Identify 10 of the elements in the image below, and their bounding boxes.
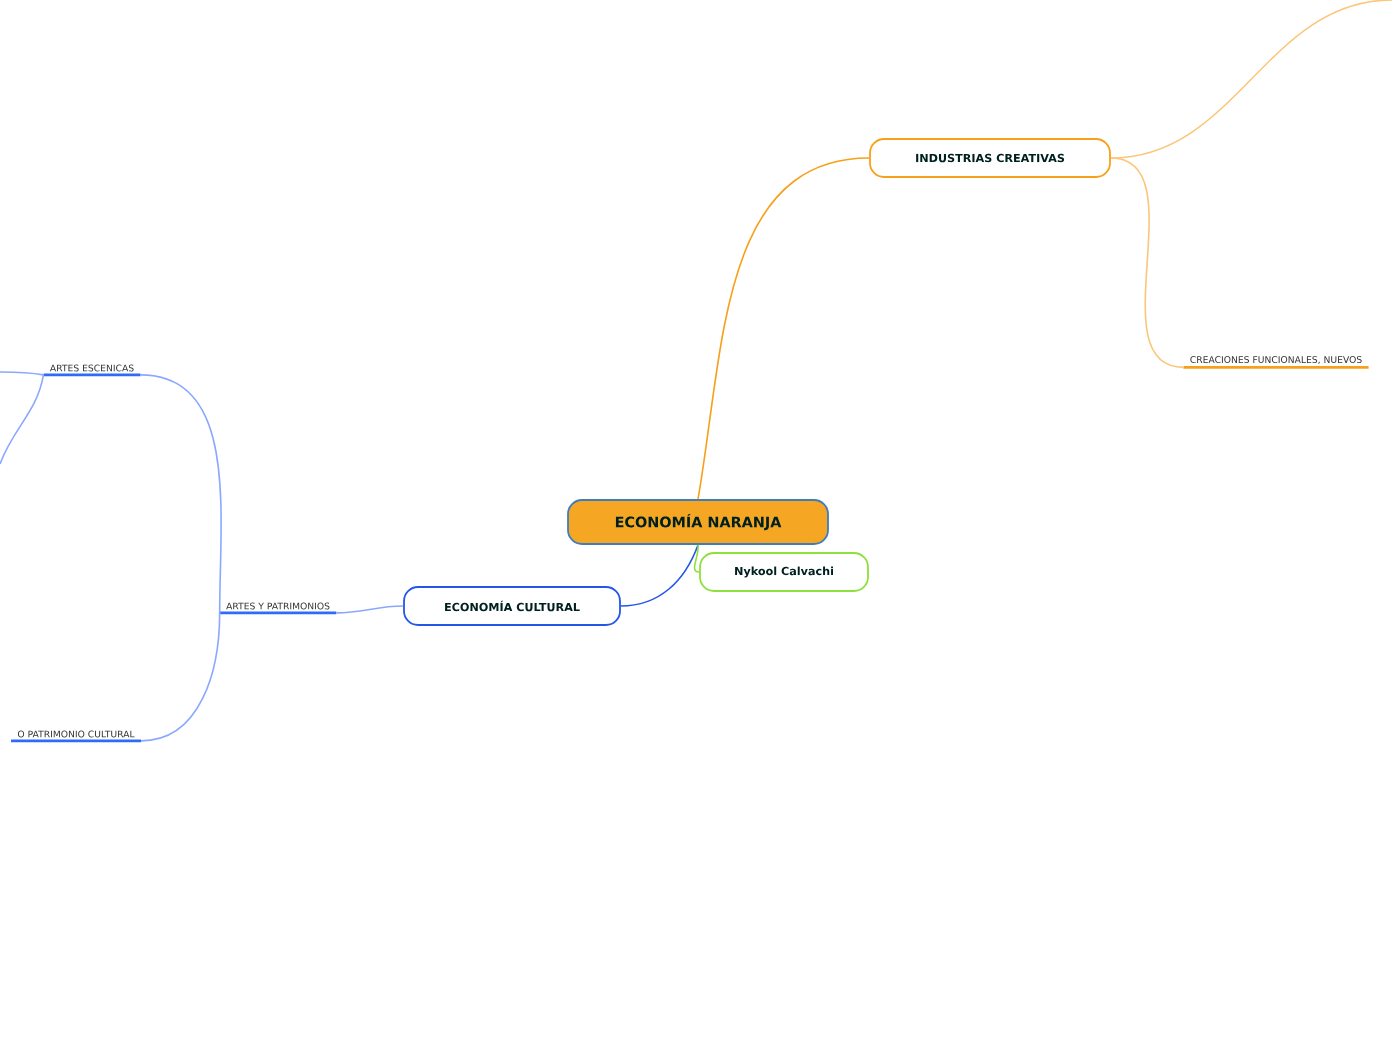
connector-line [140, 612, 221, 742]
connector-line [0, 374, 45, 465]
connector-line [1110, 0, 1392, 159]
connector-line [697, 157, 870, 500]
connector-line [0, 371, 45, 376]
connector-line [139, 374, 222, 614]
connector-line [693, 544, 700, 573]
connector-line [620, 544, 699, 607]
connector-line [335, 605, 404, 614]
connector-line [1110, 157, 1185, 369]
